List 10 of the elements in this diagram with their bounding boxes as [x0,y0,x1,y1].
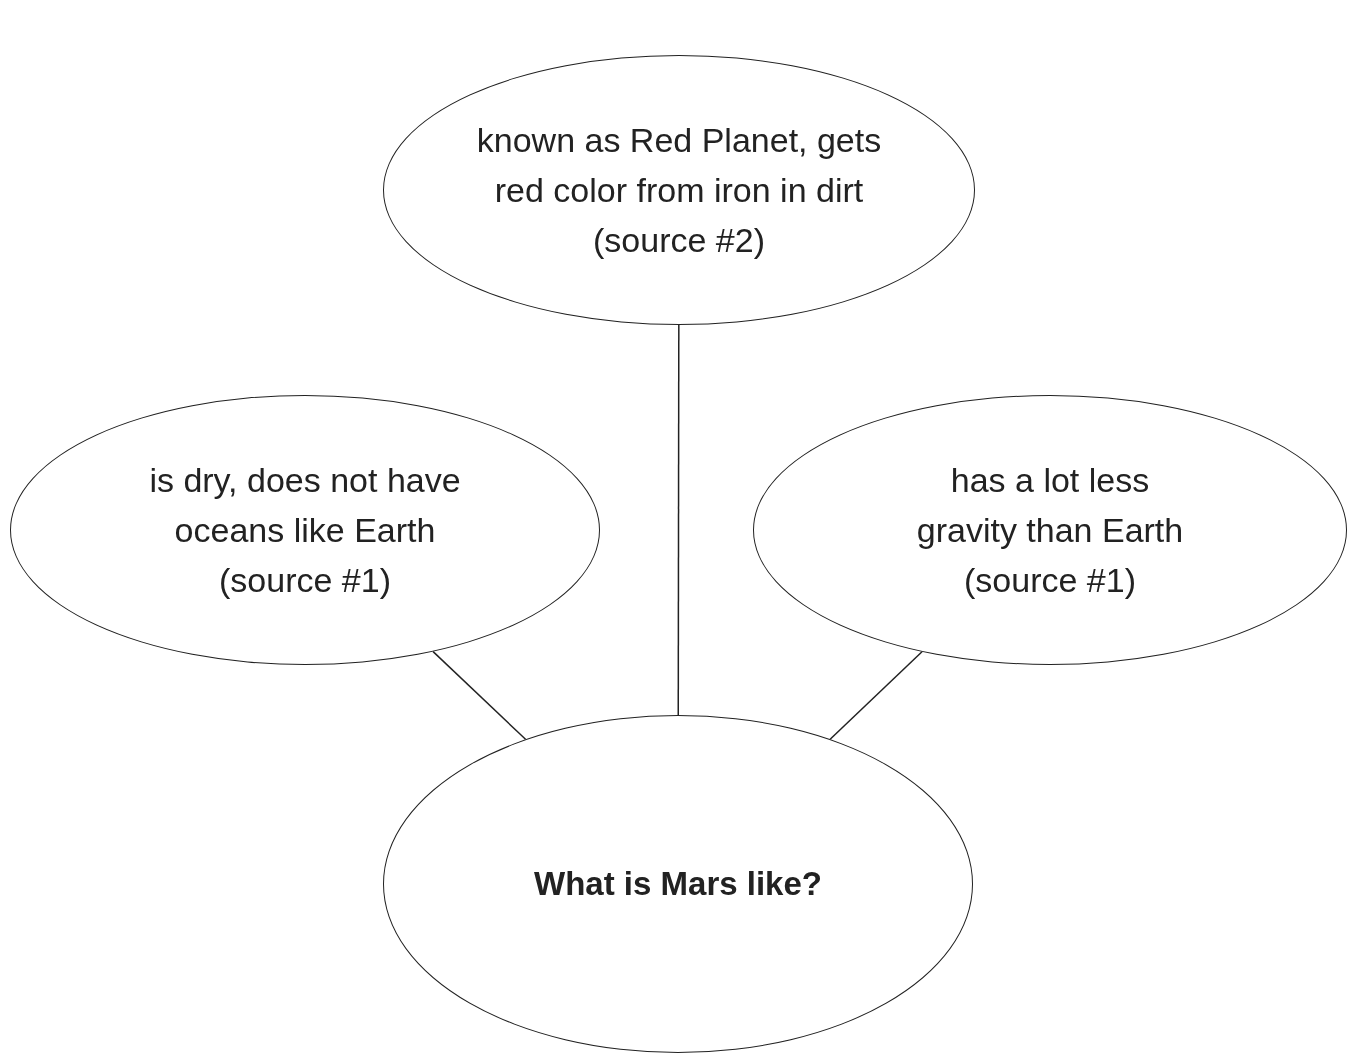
fact-text: (source #1) [964,560,1136,601]
fact-text: known as Red Planet, gets red color from iron in dirt [475,120,883,211]
connector-line [829,651,923,740]
connector-line [677,324,680,716]
fact-text: (source #1) [219,560,391,601]
fact-text: (source #2) [593,220,765,261]
fact-text: has a lot less gravity than Earth [915,460,1185,551]
central-question: What is Mars like? [534,864,822,904]
fact-text: is dry, does not have oceans like Earth [148,460,462,551]
connector-line [432,650,527,741]
